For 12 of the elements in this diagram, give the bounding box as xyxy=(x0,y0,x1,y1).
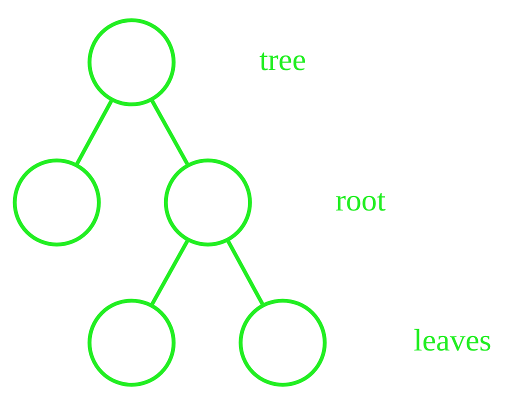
label: root xyxy=(336,182,386,218)
label: tree xyxy=(259,42,306,78)
connector xyxy=(226,239,265,306)
node-circle xyxy=(238,298,327,387)
connector xyxy=(150,239,190,306)
connector xyxy=(150,98,190,166)
node-circle xyxy=(12,158,101,246)
node-circle xyxy=(164,158,252,246)
node-circle xyxy=(88,298,176,387)
label: leaves xyxy=(414,322,492,358)
connector xyxy=(74,98,114,166)
node-circle xyxy=(88,18,176,106)
